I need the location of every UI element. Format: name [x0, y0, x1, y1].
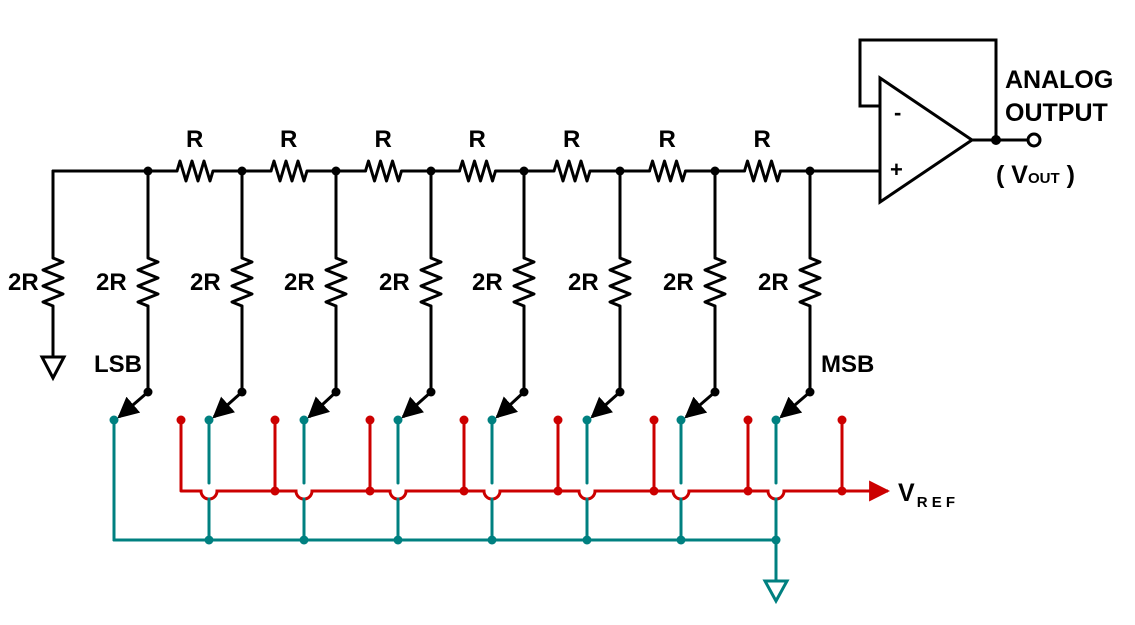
series-resistor-label: R — [754, 126, 771, 153]
series-resistor-r — [364, 159, 403, 183]
shunt-resistor-2r — [324, 256, 348, 308]
vref-contact — [553, 415, 563, 425]
vref-junction — [270, 486, 280, 496]
output-label: OUTPUT — [1005, 99, 1108, 127]
shunt-resistor-label: 2R — [472, 269, 503, 296]
vref-contact — [176, 415, 186, 425]
vref-contact — [270, 415, 280, 425]
vout-close: ) — [1060, 161, 1075, 189]
shunt-resistor-label: 2R — [190, 269, 221, 296]
ground-icon — [762, 579, 790, 605]
switch-arm — [779, 390, 811, 419]
series-resistor-r — [743, 159, 782, 183]
shunt-resistor-2r — [230, 256, 254, 308]
vref-contact — [743, 415, 753, 425]
switch-arm — [212, 390, 243, 419]
series-resistor-label: R — [375, 126, 392, 153]
output-node — [991, 135, 1001, 145]
shunt-resistor-2r — [703, 256, 727, 308]
shunt-resistor-label: 2R — [284, 269, 315, 296]
shunt-resistor-label: 2R — [663, 269, 694, 296]
vref-subscript: R E F — [917, 494, 955, 511]
switch-arm — [307, 390, 338, 419]
lsb-label: LSB — [94, 351, 142, 378]
vref-junction — [837, 486, 847, 496]
series-resistor-r — [269, 159, 309, 183]
ground-contact — [204, 415, 214, 425]
bit-switches — [117, 387, 815, 419]
vref-main: V — [898, 479, 915, 507]
analog-label: ANALOG — [1005, 66, 1113, 94]
vref-contact — [649, 415, 659, 425]
vref-junction — [553, 486, 563, 496]
series-resistor-r — [648, 159, 687, 183]
termination-resistor-2r — [41, 256, 65, 308]
shunt-resistor-2r — [136, 256, 160, 308]
ground-contact — [582, 415, 592, 425]
series-resistor-r — [175, 159, 215, 183]
switch-arm — [684, 390, 716, 419]
series-resistor-label: R — [469, 126, 486, 153]
msb-label: MSB — [821, 351, 874, 378]
ground-contact — [109, 415, 119, 425]
op-amp-plus-sign: + — [890, 157, 903, 182]
resistor-ladder: R R R R R R R 2R 2R 2R 2R 2R 2R 2R 2R 2R — [8, 126, 882, 392]
ground-contact — [393, 415, 403, 425]
vout-main: ( V — [996, 161, 1028, 189]
switch-arm — [401, 390, 432, 419]
ground-contact — [771, 415, 781, 425]
op-amp-minus-sign: - — [894, 100, 901, 125]
shunt-resistor-label: 2R — [568, 269, 599, 296]
series-resistor-label: R — [563, 126, 580, 153]
vout-subscript: OUT — [1028, 170, 1060, 187]
series-resistor-r — [552, 159, 592, 183]
ground-contact — [299, 415, 309, 425]
vref-junction — [743, 486, 753, 496]
shunt-resistor-2r — [419, 256, 443, 308]
switch-arm — [590, 390, 621, 419]
switch-arm — [495, 390, 526, 419]
vref-junction — [459, 486, 469, 496]
ground-bus — [109, 415, 781, 582]
series-resistor-r — [458, 159, 497, 183]
series-resistor-label: R — [186, 126, 203, 153]
shunt-resistor-2r — [608, 256, 632, 308]
ground-contact — [676, 415, 686, 425]
vref-bus-line — [181, 489, 888, 501]
vref-junction — [649, 486, 659, 496]
shunt-resistor-2r — [798, 256, 822, 308]
vref-contact — [365, 415, 375, 425]
shunt-resistor-label: 2R — [96, 269, 127, 296]
op-amp: - + — [858, 38, 1042, 205]
ground-symbols — [39, 355, 790, 605]
shunt-resistor-label: 2R — [379, 269, 410, 296]
shunt-resistor-label: 2R — [758, 269, 789, 296]
shunt-resistor-2r — [512, 256, 536, 308]
switch-arm — [117, 390, 149, 419]
ground-icon — [39, 355, 67, 382]
op-amp-triangle — [878, 75, 975, 205]
termination-resistor-label: 2R — [8, 269, 39, 296]
output-terminal — [1026, 132, 1042, 148]
vout-label: ( VOUT ) — [996, 161, 1075, 189]
series-resistor-label: R — [659, 126, 676, 153]
vref-bus — [176, 415, 891, 502]
vref-contact — [459, 415, 469, 425]
feedback-wire — [858, 38, 998, 140]
vref-junction — [365, 486, 375, 496]
series-resistor-label: R — [280, 126, 297, 153]
vref-contact — [837, 415, 847, 425]
ground-contact — [487, 415, 497, 425]
